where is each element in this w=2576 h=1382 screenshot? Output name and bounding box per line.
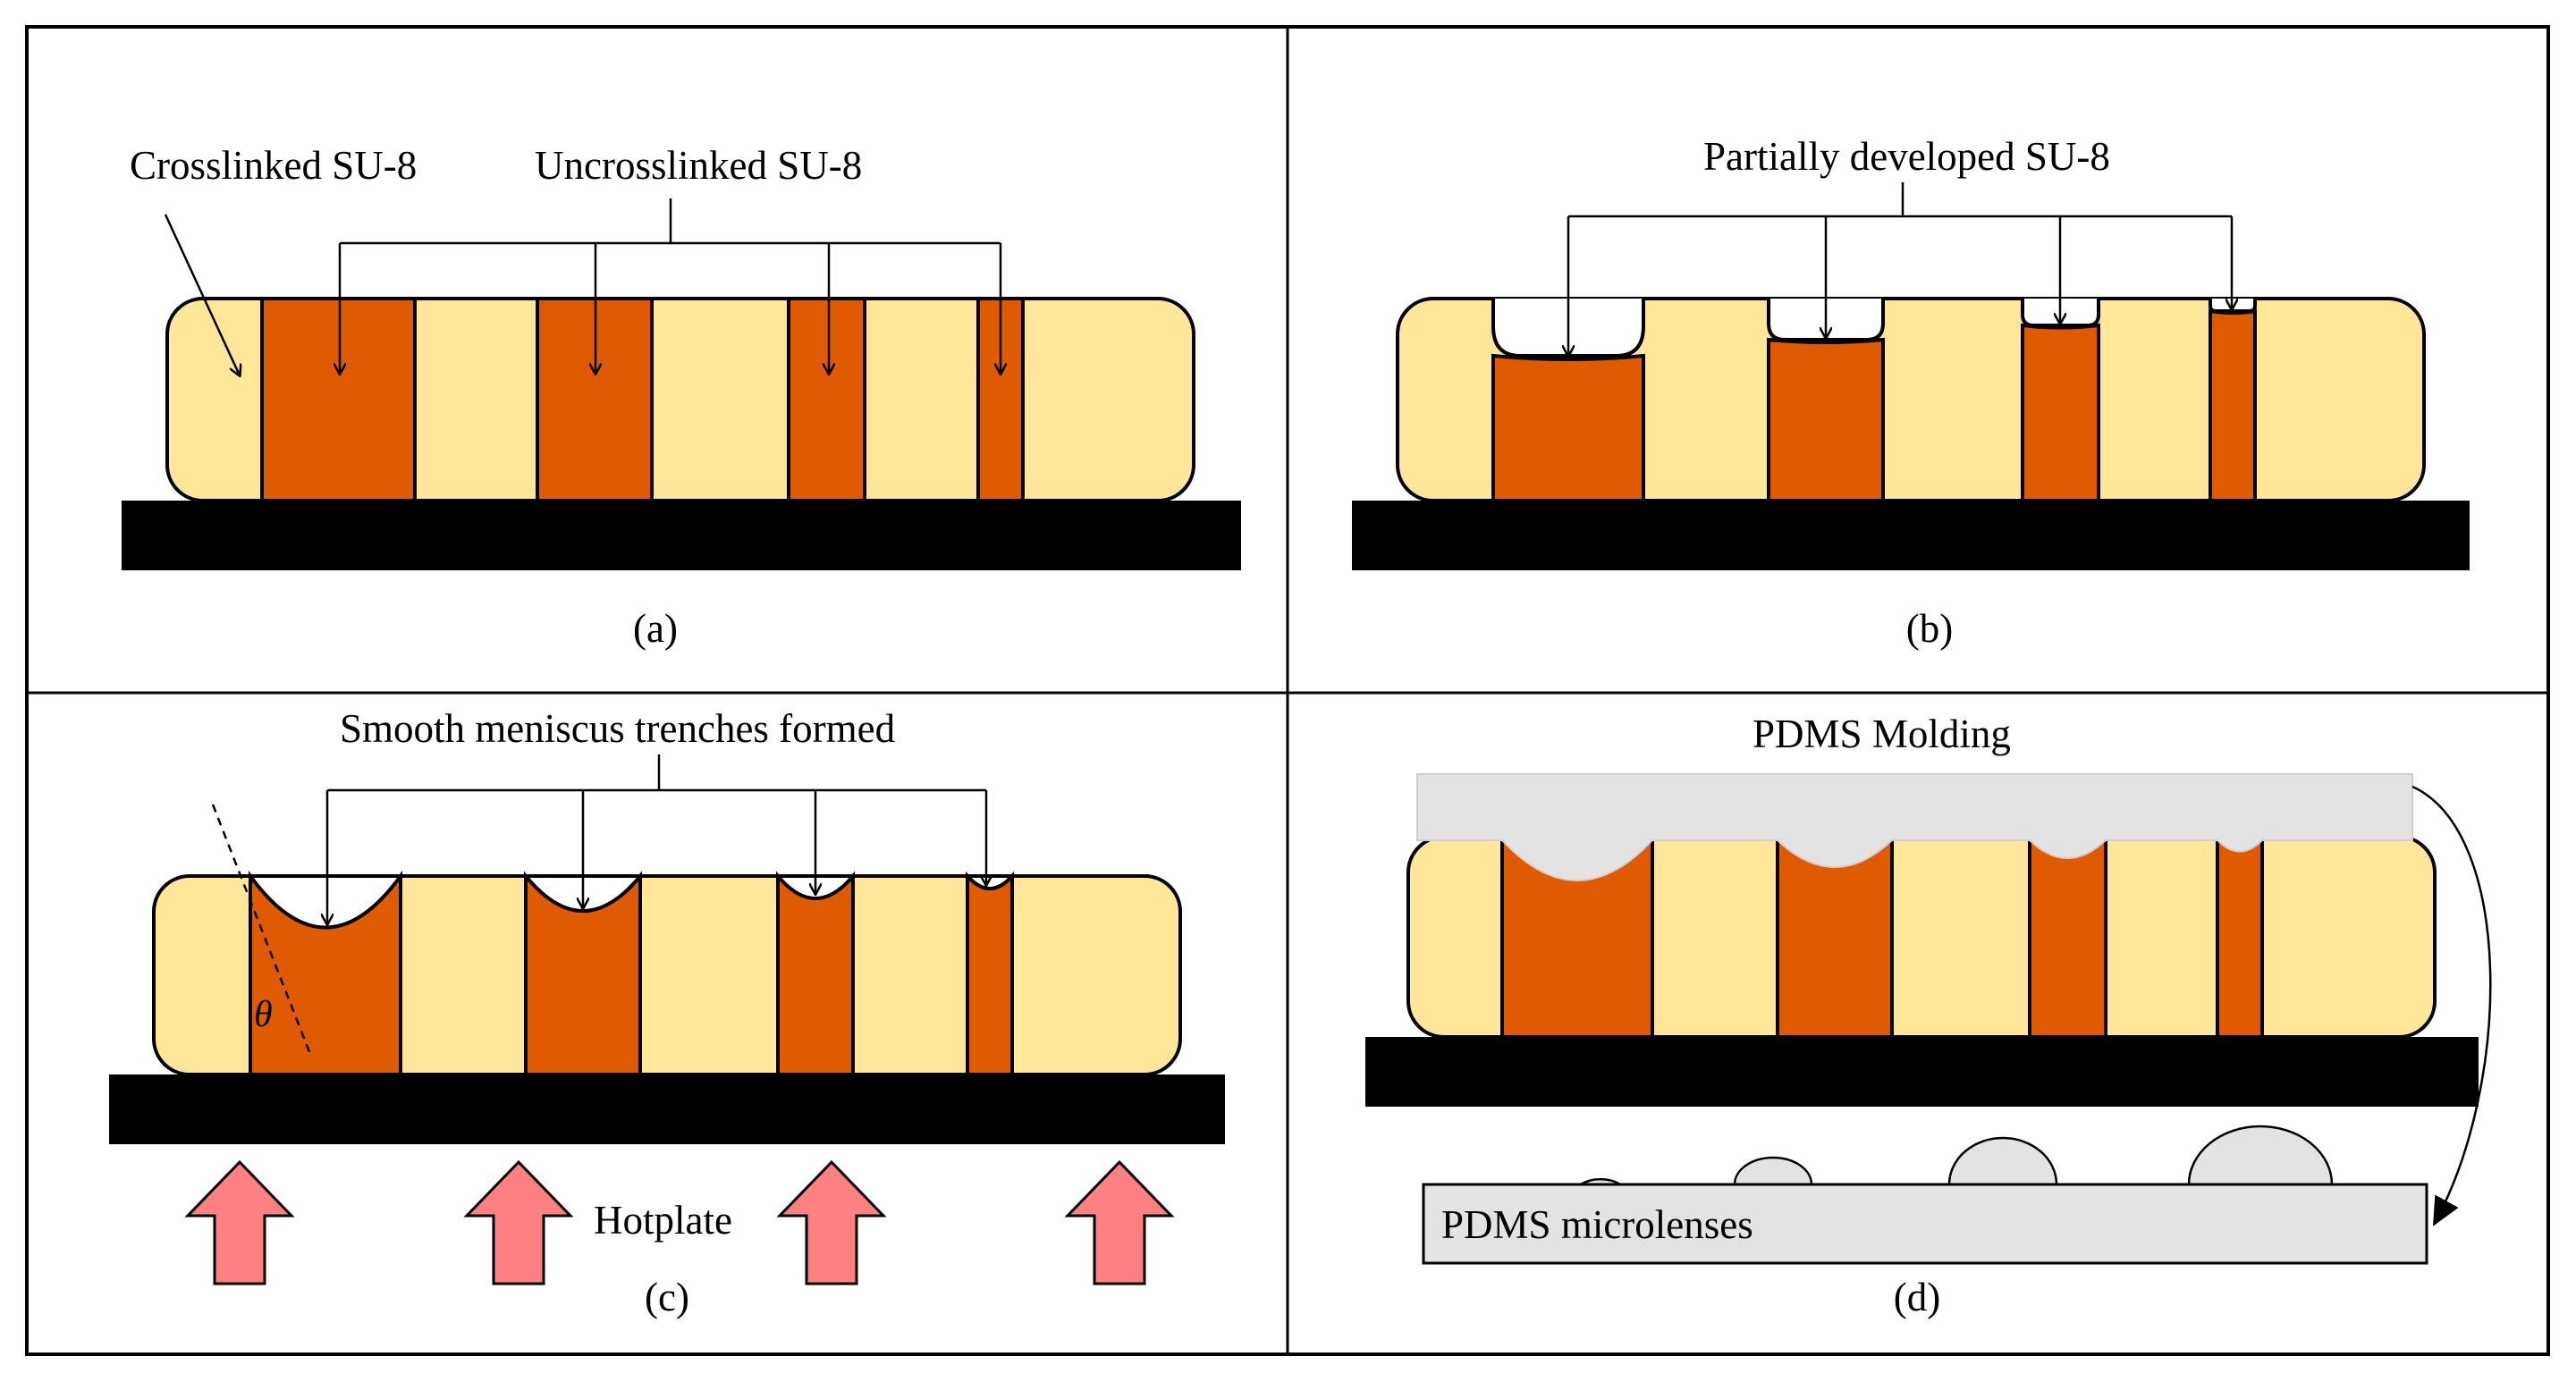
- microlens: [1947, 1136, 2058, 1186]
- heat-arrows: [184, 1159, 1175, 1285]
- label-pdms-microlenses: PDMS microlenses: [1441, 1202, 1753, 1247]
- bracket-arrows: [327, 754, 986, 924]
- label-partially-developed-su8: Partially developed SU-8: [1703, 134, 2110, 179]
- label-pdms-molding: PDMS Molding: [1753, 712, 2011, 756]
- wafer-substrate: [122, 501, 1241, 570]
- mold-column: [2028, 835, 2107, 1039]
- pdms-microlenses: [1576, 1125, 2334, 1186]
- up-arrow-icon: [776, 1159, 887, 1285]
- wafer-substrate: [1365, 1037, 2479, 1107]
- partially-developed-column: [1491, 353, 1645, 502]
- crosslinked-su8-layer: [1396, 297, 2426, 502]
- pdms-slab: [1422, 1183, 2428, 1265]
- partially-developed-column: [2021, 323, 2100, 502]
- meniscus-surfaces: [247, 874, 1017, 930]
- meniscus-column: [966, 871, 1014, 1076]
- microlens: [1733, 1156, 1813, 1186]
- microlens: [2187, 1125, 2334, 1186]
- panel-c: θ Smooth meniscus trenches formed Hotpla…: [109, 706, 1225, 1319]
- label-meniscus-trenches: Smooth meniscus trenches formed: [340, 706, 895, 751]
- pointer-arrow: [164, 214, 240, 375]
- up-arrow-icon: [184, 1159, 295, 1285]
- label-uncrosslinked-su8: Uncrosslinked SU-8: [535, 143, 862, 188]
- up-arrow-icon: [1064, 1159, 1175, 1285]
- uncrosslinked-column: [260, 297, 417, 502]
- partially-developed-column: [2209, 308, 2257, 502]
- up-arrow-icon: [463, 1159, 574, 1285]
- partially-developed-column: [1767, 337, 1885, 502]
- caption-c: (c): [645, 1275, 689, 1319]
- caption-a: (a): [633, 606, 678, 651]
- mold-column: [2216, 835, 2264, 1039]
- caption-d: (d): [1894, 1275, 1940, 1319]
- label-crosslinked-su8: Crosslinked SU-8: [130, 143, 417, 188]
- demold-arrow: [2411, 785, 2492, 1226]
- uncrosslinked-column: [787, 297, 866, 502]
- panel-b: Partially developed SU-8 (b): [1352, 134, 2470, 651]
- wafer-substrate: [1352, 501, 2470, 570]
- crosslinked-su8-layer: [152, 874, 1182, 1076]
- meniscus-column: [776, 871, 855, 1076]
- mold-column: [1776, 835, 1894, 1039]
- contact-angle-line: [211, 804, 313, 1058]
- panel-d: PDMS Molding PDMS microlenses (d): [1365, 712, 2492, 1319]
- bracket-arrows: [340, 198, 1001, 374]
- pdms-mold-cast: [1416, 773, 2413, 881]
- crosslinked-su8-layer: [165, 297, 1195, 502]
- label-hotplate: Hotplate: [594, 1198, 732, 1243]
- panel-a: Crosslinked SU-8 Uncrosslinked SU-8 (a): [122, 143, 1241, 651]
- bracket-arrows: [1568, 182, 2232, 356]
- hotplate-substrate: [109, 1074, 1225, 1144]
- contact-angle-theta: θ: [254, 994, 273, 1035]
- caption-b: (b): [1906, 606, 1953, 651]
